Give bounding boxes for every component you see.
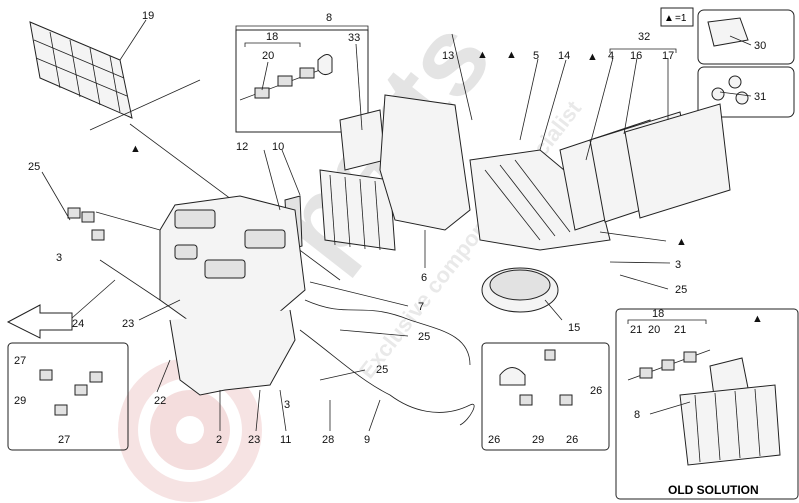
callout-1-f: ▲: [752, 313, 763, 325]
pollen-filter-33: [339, 109, 386, 171]
callout-3-a: 3: [675, 259, 681, 271]
callout-29-a: 29: [14, 395, 26, 407]
callout-21-b: 21: [674, 324, 686, 336]
callout-12: 12: [236, 141, 248, 153]
callout-3-c: 3: [284, 399, 290, 411]
callout-10: 10: [272, 141, 284, 153]
callout-13: 13: [442, 50, 454, 62]
group-brackets: [235, 25, 707, 324]
callout-9: 9: [364, 434, 370, 446]
callout-1-a: ▲: [477, 49, 488, 61]
callout-26-a: 26: [590, 385, 602, 397]
watermark-wheel-logo: [118, 358, 262, 502]
callout-25-b: 25: [675, 284, 687, 296]
callout-16: 16: [630, 50, 642, 62]
callout-33: 33: [348, 32, 360, 44]
legend-box: ▲ =1: [660, 7, 694, 27]
callout-1-e: ▲: [676, 236, 687, 248]
inset-connectors-26: [481, 342, 610, 451]
actuator-30: [707, 17, 749, 47]
callout-31: 31: [754, 91, 766, 103]
callout-7: 7: [418, 301, 424, 313]
callout-26-b: 26: [488, 434, 500, 446]
callout-24: 24: [72, 318, 84, 330]
sensor-assembly-18: [235, 29, 369, 133]
callout-1-d: ▲: [130, 143, 141, 155]
callout-23-a: 23: [122, 318, 134, 330]
evaporator-core-19: [29, 21, 133, 119]
callout-4: 4: [608, 50, 614, 62]
callout-14: 14: [558, 50, 570, 62]
clips-31: [711, 75, 749, 105]
inset-actuator-30: [697, 9, 795, 65]
leader-lines: [41, 19, 752, 432]
legend-symbol: ▲: [664, 13, 674, 24]
callout-labels: 19 8 18 20 33 13 ▲ ▲ 5 14 ▲ 32 4 16 17 3…: [14, 10, 766, 446]
callout-20: 20: [262, 50, 274, 62]
direction-arrow: [6, 304, 73, 339]
callout-5: 5: [533, 50, 539, 62]
inset-old-solution: [615, 308, 799, 500]
filters-32: [559, 103, 731, 231]
connector-set-26: [499, 349, 573, 406]
callout-15: 15: [568, 322, 580, 334]
callout-17: 17: [662, 50, 674, 62]
callout-20-b: 20: [648, 324, 660, 336]
wiring-harness-9: [299, 329, 475, 426]
legend-text: =1: [675, 13, 687, 24]
callout-8: 8: [326, 12, 332, 24]
heater-core-10: [319, 169, 396, 251]
old-solution-parts: [627, 349, 781, 466]
callout-2: 2: [216, 434, 222, 446]
callout-1-c: ▲: [587, 51, 598, 63]
callout-18-b: 18: [652, 308, 664, 320]
callout-22: 22: [154, 395, 166, 407]
blower-motor-15: [481, 267, 559, 313]
old-solution-label: OLD SOLUTION: [668, 483, 759, 497]
callout-32: 32: [638, 31, 650, 43]
callout-30: 30: [754, 40, 766, 52]
hvac-housing: [159, 195, 306, 396]
callout-27-a: 27: [14, 355, 26, 367]
callout-25-d: 25: [376, 364, 388, 376]
callout-25-a: 25: [28, 161, 40, 173]
callout-11: 11: [280, 434, 291, 446]
callout-1-b: ▲: [506, 49, 517, 61]
callout-28: 28: [322, 434, 334, 446]
callout-23-b: 23: [248, 434, 260, 446]
connector-set-27: [39, 369, 103, 416]
connectors-left: [67, 207, 161, 301]
inset-connectors-27: [7, 342, 129, 451]
callout-3-b: 3: [56, 252, 62, 264]
inset-clips-31: [697, 66, 795, 118]
callout-27-b: 27: [58, 434, 70, 446]
drain-tube: [89, 79, 201, 131]
callout-6: 6: [421, 272, 427, 284]
callout-18: 18: [266, 31, 278, 43]
inset-frames: OLD SOLUTION: [7, 9, 799, 500]
callout-29-b: 29: [532, 434, 544, 446]
callout-8-b: 8: [634, 409, 640, 421]
callout-26-c: 26: [566, 434, 578, 446]
callout-25-c: 25: [418, 331, 430, 343]
callout-19: 19: [142, 10, 154, 22]
callout-21-a: 21: [630, 324, 642, 336]
